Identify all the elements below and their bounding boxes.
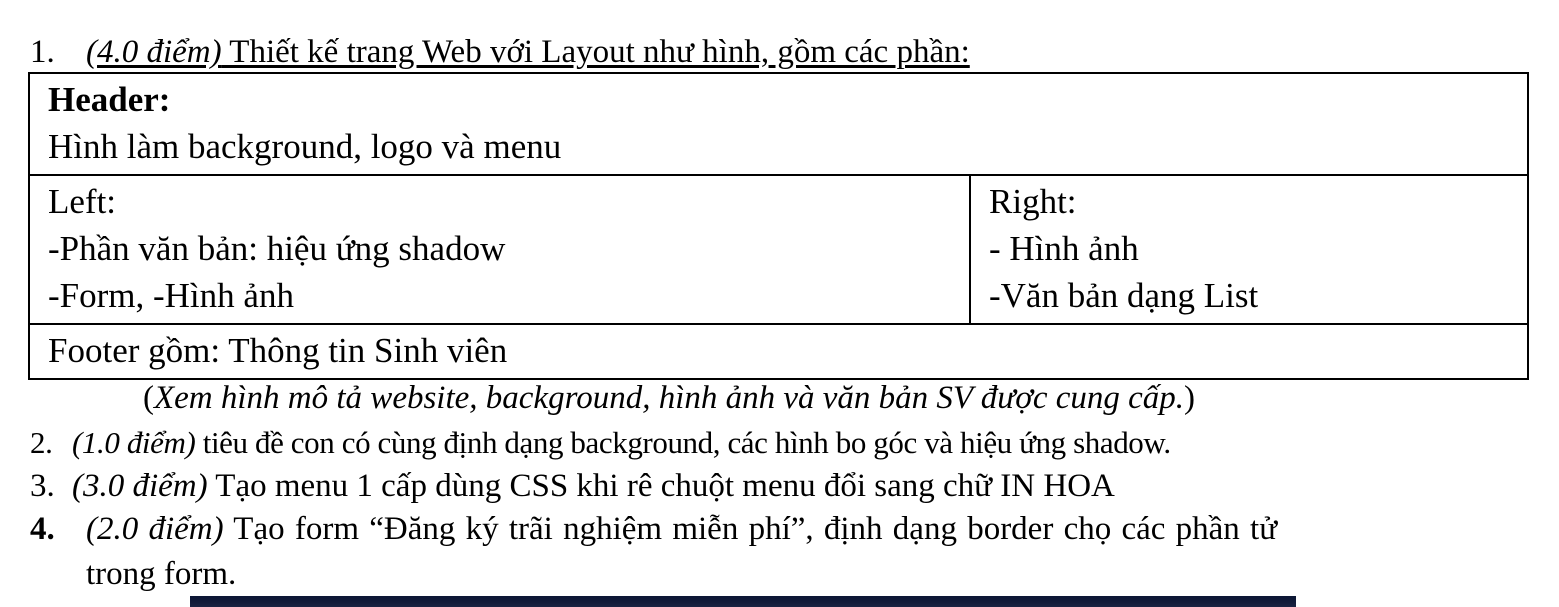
right-line-2: -Văn bản dạng List: [989, 276, 1259, 315]
right-line-1: - Hình ảnh: [989, 229, 1139, 268]
question-points: (4.0 điểm): [86, 34, 222, 70]
header-row: Header: Hình làm background, logo và men…: [28, 72, 1529, 176]
footer-row: Footer gồm: Thông tin Sinh viên: [28, 323, 1529, 380]
question-points: (2.0 điểm): [86, 511, 224, 547]
question-1: 1. (4.0 điểm) Thiết kế trang Web với Layo…: [30, 32, 970, 72]
caption-close-paren: ): [1184, 380, 1196, 416]
left-cell: Left: -Phần văn bản: hiệu ứng shadow -Fo…: [28, 174, 971, 325]
layout-table: Header: Hình làm background, logo và men…: [28, 72, 1529, 380]
caption: (Xem hình mô tả website, background, hìn…: [143, 377, 1195, 419]
header-title: Header:: [48, 80, 171, 119]
header-cell: Header: Hình làm background, logo và men…: [28, 72, 1529, 176]
right-title: Right:: [989, 182, 1077, 221]
right-cell: Right: - Hình ảnh -Văn bản dạng List: [969, 174, 1529, 325]
website-preview-image: [190, 596, 1296, 607]
question-points: (3.0 điểm): [72, 468, 208, 504]
left-line-2: -Form, -Hình ảnh: [48, 276, 294, 315]
question-3: 3. (3.0 điểm) Tạo menu 1 cấp dùng CSS khi…: [30, 465, 1115, 507]
question-text: tiêu đề con có cùng định dạng background…: [195, 425, 1171, 460]
body-row: Left: -Phần văn bản: hiệu ứng shadow -Fo…: [28, 174, 1529, 325]
question-number: 4.: [30, 511, 55, 547]
left-title: Left:: [48, 182, 117, 221]
caption-open-paren: (: [143, 380, 154, 416]
question-number: 3.: [30, 468, 55, 504]
footer-cell: Footer gồm: Thông tin Sinh viên: [28, 323, 1529, 380]
caption-text: Xem hình mô tả website, background, hình…: [154, 380, 1185, 416]
question-4-continuation: trong form.: [86, 556, 237, 592]
left-line-1: -Phần văn bản: hiệu ứng shadow: [48, 229, 506, 268]
question-text: Thiết kế trang Web với Layout như hình, …: [221, 34, 970, 70]
question-number: 1.: [30, 34, 55, 70]
header-desc: Hình làm background, logo và menu: [48, 127, 562, 166]
question-number: 2.: [30, 425, 53, 460]
footer-text: Footer gồm: Thông tin Sinh viên: [48, 331, 508, 370]
question-points: (1.0 điểm): [72, 425, 196, 460]
question-text: Tạo form “Đăng ký trãi nghiệm miễn phí”,…: [223, 511, 1278, 547]
question-text: Tạo menu 1 cấp dùng CSS khi rê chuột men…: [207, 468, 1115, 504]
question-4: 4. (2.0 điểm) Tạo form “Đăng ký trãi nghi…: [30, 508, 1277, 550]
question-2: 2. (1.0 điểm) tiêu đề con có cùng định dạ…: [30, 422, 1171, 464]
